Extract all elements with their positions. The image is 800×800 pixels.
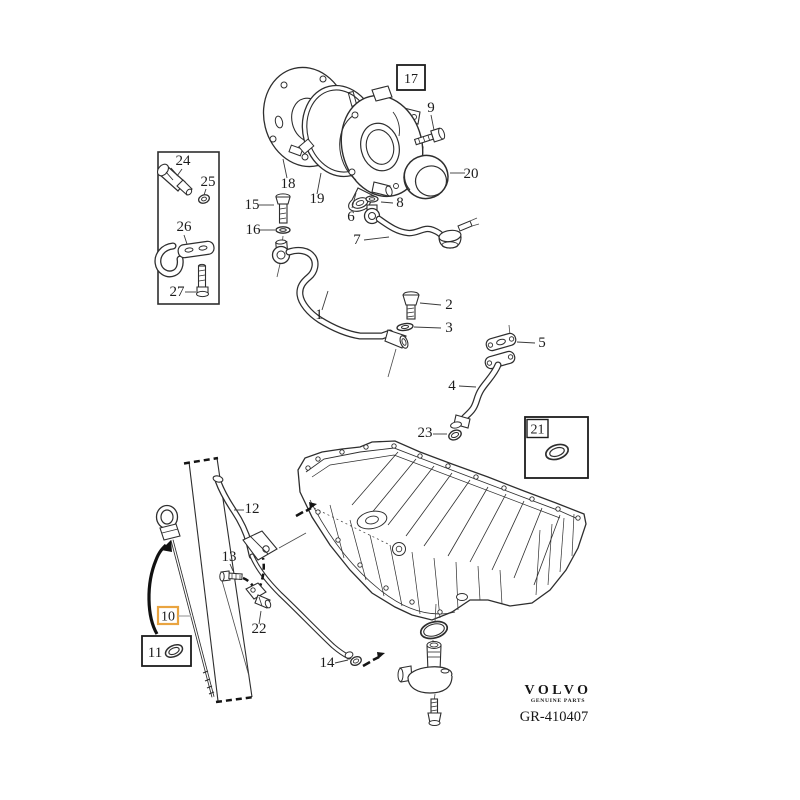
callout-25[interactable]: 25 [201, 174, 216, 190]
callout-box-11[interactable]: 11 [141, 635, 192, 667]
washer-16 [275, 226, 291, 234]
delivery-pipe-assembly: 1 2 3 [271, 239, 453, 378]
callout-9[interactable]: 9 [427, 100, 435, 116]
callout-4[interactable]: 4 [448, 378, 456, 394]
pan-wall-ribs [329, 504, 575, 619]
dipstick-port-boss [356, 510, 388, 530]
hose-end-dashes [362, 652, 385, 668]
callout-26[interactable]: 26 [177, 219, 193, 235]
callout-10[interactable]: 10 [161, 610, 175, 625]
return-hose-7 [363, 195, 480, 249]
bolt-13 [219, 570, 243, 582]
callout-3[interactable]: 3 [445, 320, 453, 336]
pan-interior-ribs [351, 451, 561, 586]
seal-14 [350, 656, 362, 666]
left-parts-box: 24 25 26 27 [154, 151, 220, 305]
return-pipe-assembly: 4 5 23 [418, 324, 546, 441]
callout-12[interactable]: 12 [245, 501, 260, 517]
sensor-bolt [427, 698, 442, 726]
seal-box-21: 21 [524, 416, 589, 479]
callout-box-21[interactable]: 21 [526, 418, 549, 439]
callout-11[interactable]: 11 [148, 645, 162, 661]
oil-pipe-26 [154, 240, 215, 278]
oil-pump-assembly: 17 18 19 6 7 8 9 20 15 16 [245, 64, 480, 249]
callout-24[interactable]: 24 [176, 153, 192, 169]
callout-5[interactable]: 5 [538, 335, 546, 351]
sensor-port [456, 593, 468, 601]
callout-2[interactable]: 2 [445, 297, 453, 313]
callout-box-17[interactable]: 17 [396, 64, 426, 91]
callout-7[interactable]: 7 [353, 232, 361, 248]
callout-14[interactable]: 14 [320, 655, 336, 671]
brand-block: VOLVO GENUINE PARTS GR-410407 [520, 683, 592, 725]
callout-17[interactable]: 17 [404, 72, 418, 87]
pipe-flange [484, 350, 516, 370]
dipstick-tube [212, 475, 354, 660]
attachment-arrow [295, 502, 391, 546]
callout-box-10-highlighted[interactable]: 10 [156, 605, 180, 626]
pan-bolt-holes [305, 443, 581, 615]
washer-3 [396, 322, 414, 332]
bracket-22 [245, 582, 272, 609]
callout-20[interactable]: 20 [464, 166, 479, 182]
callout-27[interactable]: 27 [170, 284, 186, 300]
callout-6[interactable]: 6 [347, 209, 355, 225]
banjo-fitting [271, 239, 291, 265]
brand-logo-text: VOLVO [525, 683, 592, 698]
seal-washer-25 [198, 194, 210, 204]
callout-13[interactable]: 13 [222, 549, 237, 565]
oil-level-sensor-assembly [397, 603, 453, 726]
callout-18[interactable]: 18 [281, 176, 296, 192]
dipstick-sleeve [183, 456, 255, 704]
oil-pan [295, 440, 587, 621]
callout-21[interactable]: 21 [531, 423, 545, 438]
nozzle-part [156, 163, 193, 196]
bolt-15 [275, 193, 291, 224]
gasket-5 [485, 332, 517, 352]
callout-15[interactable]: 15 [245, 197, 260, 213]
callout-16[interactable]: 16 [246, 222, 262, 238]
group-box-outline [157, 151, 220, 305]
callout-19[interactable]: 19 [310, 191, 325, 207]
callout-8[interactable]: 8 [396, 195, 404, 211]
dipstick [155, 504, 215, 698]
sensor-o-ring [419, 620, 449, 640]
callout-22[interactable]: 22 [252, 621, 267, 637]
callout-1[interactable]: 1 [315, 307, 323, 323]
seal-23 [448, 429, 462, 441]
bolt-27 [196, 263, 209, 298]
pointer-arrow [147, 540, 172, 635]
brand-subtitle: GENUINE PARTS [531, 698, 585, 704]
drawing-number: GR-410407 [520, 709, 588, 725]
bolt-9 [413, 127, 446, 146]
callout-23[interactable]: 23 [418, 425, 433, 441]
bolt-2 [402, 291, 420, 320]
dipstick-assembly: 10 11 [141, 456, 385, 704]
seal-ring-20 [403, 154, 449, 200]
